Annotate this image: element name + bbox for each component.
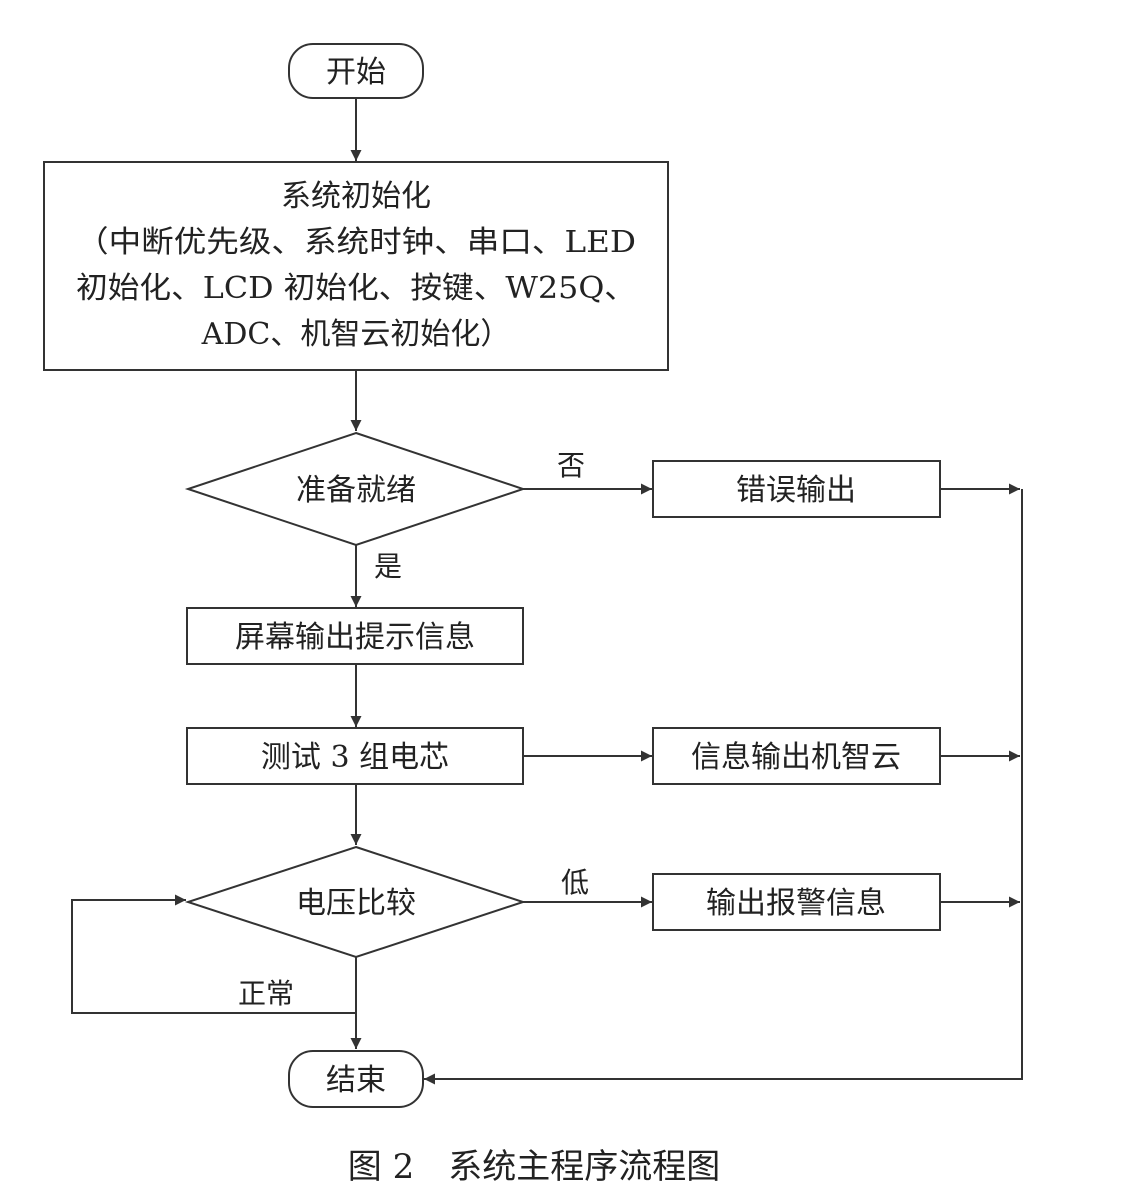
edge-bus-end <box>424 489 1023 1085</box>
error-output-node: 错误输出 <box>652 460 941 518</box>
voltage-compare-decision: 电压比较 <box>184 845 527 959</box>
start-node: 开始 <box>288 43 424 99</box>
alarm-output-node: 输出报警信息 <box>652 873 941 931</box>
cloud-output-label: 信息输出机智云 <box>691 740 901 775</box>
test-cells-label: 测试 3 组电芯 <box>261 740 449 775</box>
init-line-3: ADC、机智云初始化） <box>201 317 511 352</box>
start-label: 开始 <box>326 55 386 90</box>
screen-prompt-label: 屏幕输出提示信息 <box>235 620 475 655</box>
edge-label-no: 否 <box>557 449 585 482</box>
edge-label-yes: 是 <box>374 550 402 583</box>
ready-decision: 准备就绪 <box>184 431 527 547</box>
screen-prompt-node: 屏幕输出提示信息 <box>186 607 524 665</box>
end-node: 结束 <box>288 1050 424 1108</box>
init-title: 系统初始化 <box>281 179 431 214</box>
cloud-output-node: 信息输出机智云 <box>652 727 941 785</box>
alarm-output-label: 输出报警信息 <box>706 886 886 921</box>
test-cells-node: 测试 3 组电芯 <box>186 727 524 785</box>
figure-caption: 图 2 系统主程序流程图 <box>348 1147 720 1187</box>
init-line-1: （中断优先级、系统时钟、串口、LED <box>76 225 636 260</box>
ready-label: 准备就绪 <box>296 473 416 508</box>
init-node: 系统初始化 （中断优先级、系统时钟、串口、LED 初始化、LCD 初始化、按键、… <box>43 161 669 371</box>
voltage-compare-label: 电压比较 <box>296 886 416 921</box>
error-output-label: 错误输出 <box>736 473 856 508</box>
edge-label-low: 低 <box>561 866 589 899</box>
edge-loop-normal <box>71 894 356 1014</box>
edge-label-normal: 正常 <box>238 977 294 1010</box>
init-line-2: 初始化、LCD 初始化、按键、W25Q、 <box>76 271 636 306</box>
end-label: 结束 <box>326 1063 386 1098</box>
